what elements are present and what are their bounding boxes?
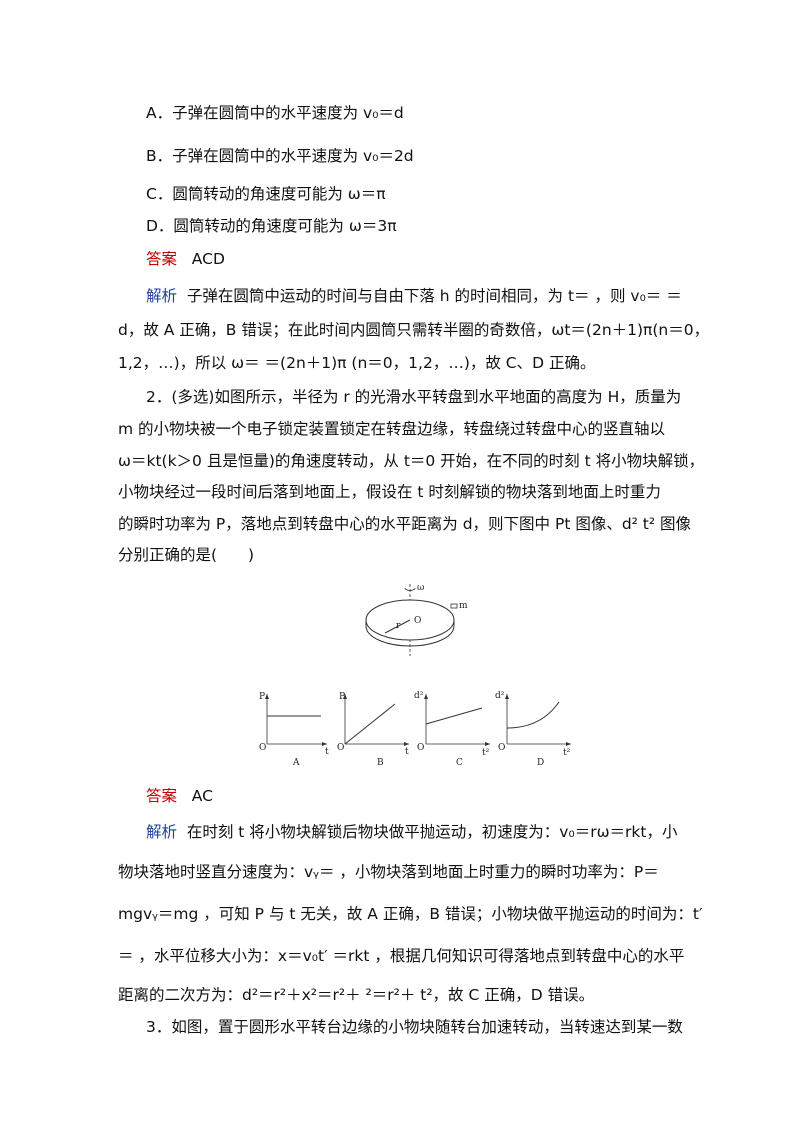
q2-analysis-line4: ＝ ，水平位移大小为：x＝v₀t′ ＝rkt ，根据几何知识可得落地点到转盘中心…: [118, 947, 685, 965]
graph-a-caption: A: [292, 758, 300, 768]
graph-d-origin: O: [498, 743, 505, 753]
turntable-figure: ω m r O: [365, 583, 468, 656]
graph-a-y-label: P: [259, 692, 265, 702]
graph-c-x-label: t²: [482, 748, 490, 758]
graph-c-y-label: d²: [414, 691, 424, 701]
q1-option-c: C．圆筒转动的角速度可能为 ω＝π: [146, 185, 386, 203]
graph-c: d² t² O C: [414, 691, 490, 768]
answer-value: AC: [191, 787, 213, 805]
q2-stem-line4: 小物块经过一段时间后落到地面上，假设在 t 时刻解锁的物块落到地面上时重力: [118, 483, 661, 501]
analysis-label: 解析: [146, 823, 178, 841]
q2-analysis-line2: 物块落地时竖直分速度为：vᵧ＝ ，小物块落到地面上时重力的瞬时功率为：P＝: [118, 863, 659, 881]
graph-a-origin: O: [259, 743, 266, 753]
q1-option-a: A．子弹在圆筒中的水平速度为 v₀＝d: [146, 104, 404, 122]
graph-b-origin: O: [337, 743, 344, 753]
q2-stem-line1: 2．(多选)如图所示，半径为 r 的光滑水平转盘到水平地面的高度为 H，质量为: [146, 388, 682, 406]
q2-stem-line6: 分别正确的是( ): [118, 546, 255, 564]
q2-analysis-line5: 距离的二次方为：d²＝r²＋x²＝r²＋ ²＝r²＋ t²，故 C 正确，D 错…: [118, 986, 595, 1004]
q1-analysis-line3: 1,2，…)，所以 ω＝ ＝(2n＋1)π (n＝0，1,2，…)，故 C、D …: [118, 354, 596, 372]
q1-answer: 答案 ACD: [146, 249, 225, 269]
graph-d: d² t² O D: [495, 691, 571, 768]
q2-answer: 答案 AC: [146, 786, 213, 806]
graph-a: P t O A: [259, 692, 329, 768]
graph-b-x-label: t: [405, 747, 409, 757]
graph-d-caption: D: [537, 758, 544, 768]
disk-o-label: O: [414, 616, 421, 626]
q2-stem-line3: ω＝kt(k＞0 且是恒量)的角速度转动，从 t＝0 开始，在不同的时刻 t 将…: [118, 452, 705, 470]
q1-option-b: B．子弹在圆筒中的水平速度为 v₀＝2d: [146, 147, 414, 165]
graph-b-caption: B: [377, 758, 384, 768]
q3-stem-line1: 3．如图，置于圆形水平转台边缘的小物块随转台加速转动，当转速达到某一数: [146, 1018, 683, 1036]
q1-option-d: D．圆筒转动的角速度可能为 ω＝3π: [146, 217, 397, 235]
q2-analysis-line1: 解析 在时刻 t 将小物块解锁后物块做平抛运动，初速度为：v₀＝rω＝rkt，小: [146, 822, 677, 842]
graph-a-x-label: t: [325, 747, 329, 757]
answer-value: ACD: [191, 250, 225, 268]
graph-d-x-label: t²: [563, 748, 571, 758]
graph-d-y-label: d²: [495, 691, 505, 701]
q2-stem-line5: 的瞬时功率为 P，落地点到转盘中心的水平距离为 d，则下图中 Pt 图像、d² …: [118, 515, 692, 533]
graph-c-caption: C: [456, 758, 463, 768]
graph-c-origin: O: [417, 743, 424, 753]
analysis-text: 在时刻 t 将小物块解锁后物块做平抛运动，初速度为：v₀＝rω＝rkt，小: [186, 823, 678, 841]
analysis-label: 解析: [146, 287, 178, 305]
q2-analysis-line3: mgvᵧ＝mg ，可知 P 与 t 无关，故 A 正确，B 错误；小物块做平抛运…: [118, 905, 703, 923]
disk-m-label: m: [459, 601, 468, 611]
disk-omega-label: ω: [417, 583, 424, 593]
analysis-text: 子弹在圆筒中运动的时间与自由下落 h 的时间相同，为 t＝ ，则 v₀＝ ＝: [186, 287, 682, 305]
answer-label: 答案: [146, 787, 178, 805]
graph-b: P t O B: [337, 692, 409, 768]
answer-label: 答案: [146, 250, 178, 268]
q1-analysis-line1: 解析 子弹在圆筒中运动的时间与自由下落 h 的时间相同，为 t＝ ，则 v₀＝ …: [146, 286, 682, 306]
q2-stem-line2: m 的小物块被一个电子锁定装置锁定在转盘边缘，转盘绕过转盘中心的竖直轴以: [118, 420, 666, 438]
q1-analysis-line2: d，故 A 正确，B 错误；在此时间内圆筒只需转半圈的奇数倍，ωt＝(2n＋1)…: [118, 321, 710, 339]
disk-r-label: r: [396, 621, 401, 631]
graph-b-y-label: P: [339, 692, 345, 702]
